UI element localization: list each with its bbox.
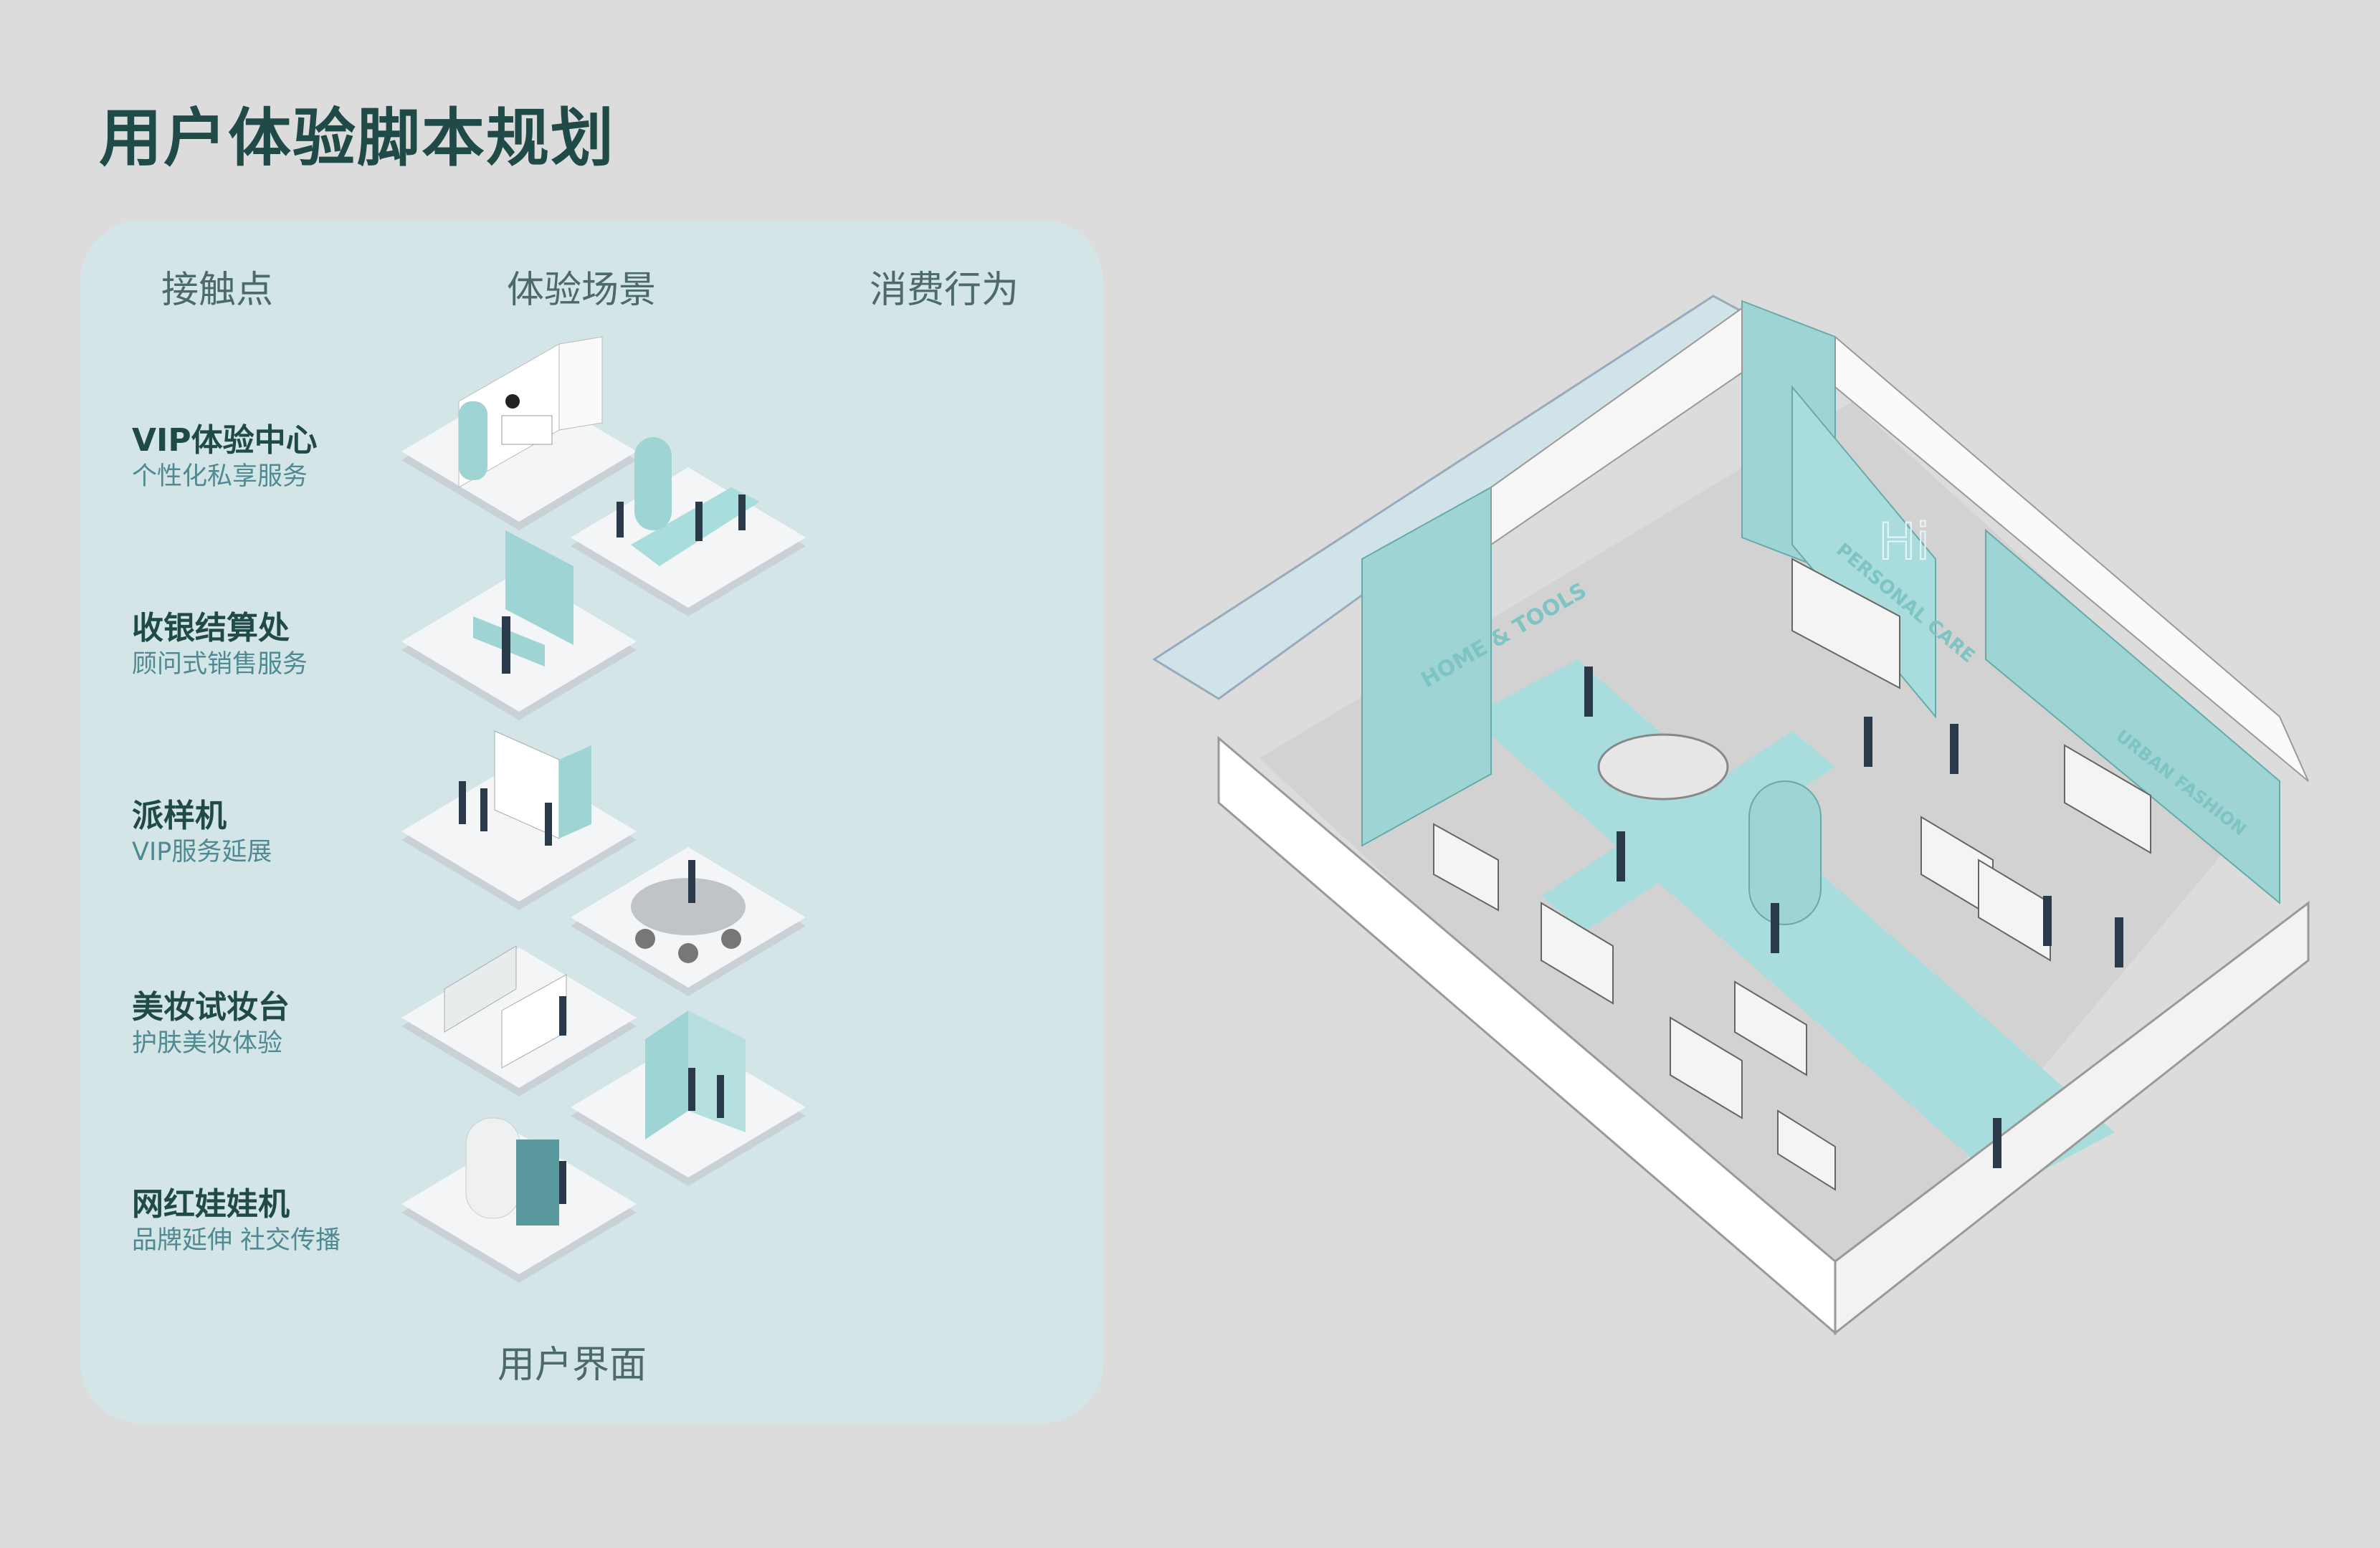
touchpoint-subtitle: 品牌延伸 社交传播 [132, 1226, 341, 1255]
touchpoint-subtitle: 顾问式销售服务 [132, 650, 308, 679]
touchpoint-title: 收银结算处 [132, 610, 290, 646]
touchpoint-subtitle: VIP服务延展 [132, 838, 272, 866]
touchpoint-subtitle: 个性化私享服务 [132, 462, 308, 491]
touchpoint-title: 网红娃娃机 [132, 1186, 290, 1223]
scene-tile-display [571, 1010, 806, 1186]
column-header-touchpoint: 接触点 [161, 269, 274, 312]
scene-tile-claw-machine [401, 1117, 637, 1283]
column-header-behavior: 消费行为 [869, 269, 1019, 312]
scene-tile-counter [571, 847, 806, 996]
touchpoint-title: 美妆试妆台 [132, 989, 290, 1026]
footer-label: 用户界面 [497, 1344, 647, 1387]
scene-tile-sample-machine [401, 730, 637, 910]
scene-tile-cashier [401, 530, 637, 720]
scene-tile-makeup [401, 945, 637, 1096]
page-title: 用户体验脚本规划 [99, 101, 616, 175]
touchpoint-title: VIP体验中心 [132, 422, 318, 459]
column-header-scene: 体验场景 [506, 269, 657, 312]
touchpoint-title: 派样机 [132, 798, 227, 834]
touchpoint-subtitle: 护肤美妆体验 [132, 1029, 283, 1058]
scene-tile-entrance [571, 437, 806, 616]
store-isometric-illustration: HOME & TOOLS PERSONAL CARE Hi URBAN FASH… [1152, 295, 2310, 1336]
sign-hi: Hi [1878, 512, 1930, 571]
scene-tile-vip-room [401, 336, 637, 530]
